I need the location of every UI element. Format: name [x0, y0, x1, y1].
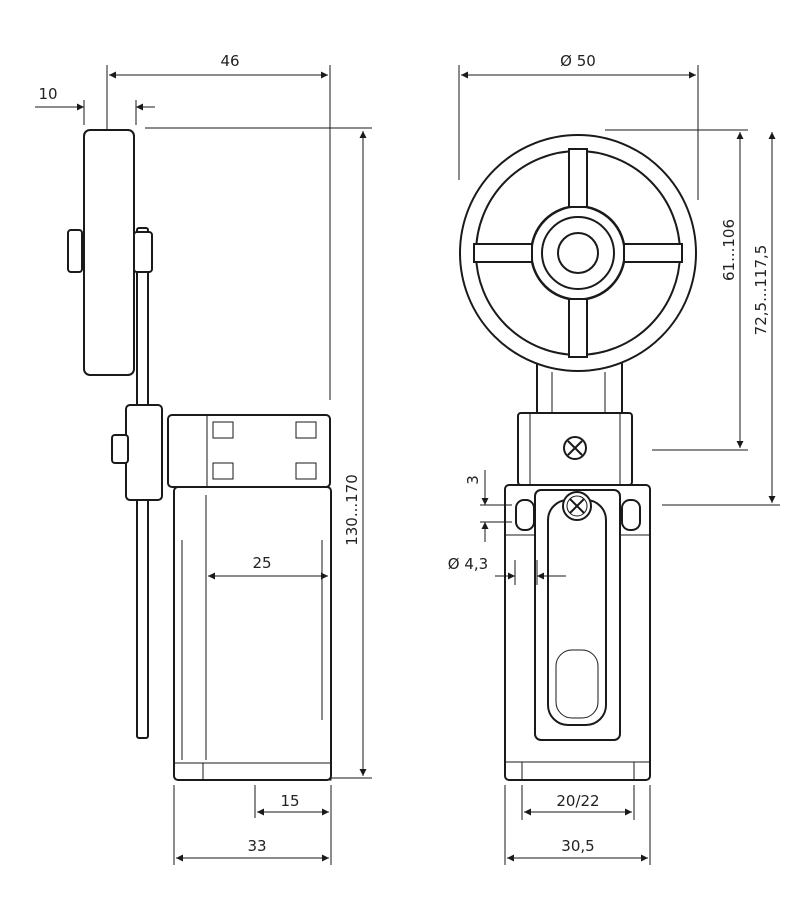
dim-label-25: 25	[252, 554, 271, 572]
side-view: 46 10 130...170 25 15 33	[35, 52, 372, 865]
dim-label-3: 3	[464, 475, 482, 485]
side-switch-body	[173, 486, 332, 781]
dim-label-72-5-117-5: 72,5...117,5	[752, 245, 770, 336]
front-wheel-hub	[557, 232, 599, 274]
dim-label-10: 10	[38, 85, 57, 103]
dim-label-30-5: 30,5	[561, 837, 594, 855]
side-actuator-head	[167, 414, 331, 488]
dim-label-46: 46	[220, 52, 239, 70]
side-roller-hub-left	[67, 229, 83, 273]
side-clamp-block	[125, 404, 163, 501]
front-lever-screw-icon	[562, 491, 592, 521]
front-mount-hole-right	[621, 499, 641, 531]
dim-label-130-170: 130...170	[343, 474, 361, 546]
dim-label-20-22: 20/22	[556, 792, 599, 810]
dim-label-15: 15	[280, 792, 299, 810]
dim-label-diameter-50: Ø 50	[560, 52, 596, 70]
dim-label-33: 33	[247, 837, 266, 855]
front-view: Ø 50 61...106 72,5...117,5 3 Ø 4,3 20/22…	[448, 52, 780, 865]
dim-label-diameter-4-3: Ø 4,3	[448, 555, 488, 573]
front-mount-hole-left	[515, 499, 535, 531]
front-clamp-screw-icon	[563, 436, 587, 460]
side-clamp-screw	[111, 434, 129, 464]
dim-label-61-106: 61...106	[720, 219, 738, 281]
side-roller-hub-right	[133, 231, 153, 273]
side-roller	[83, 129, 135, 376]
